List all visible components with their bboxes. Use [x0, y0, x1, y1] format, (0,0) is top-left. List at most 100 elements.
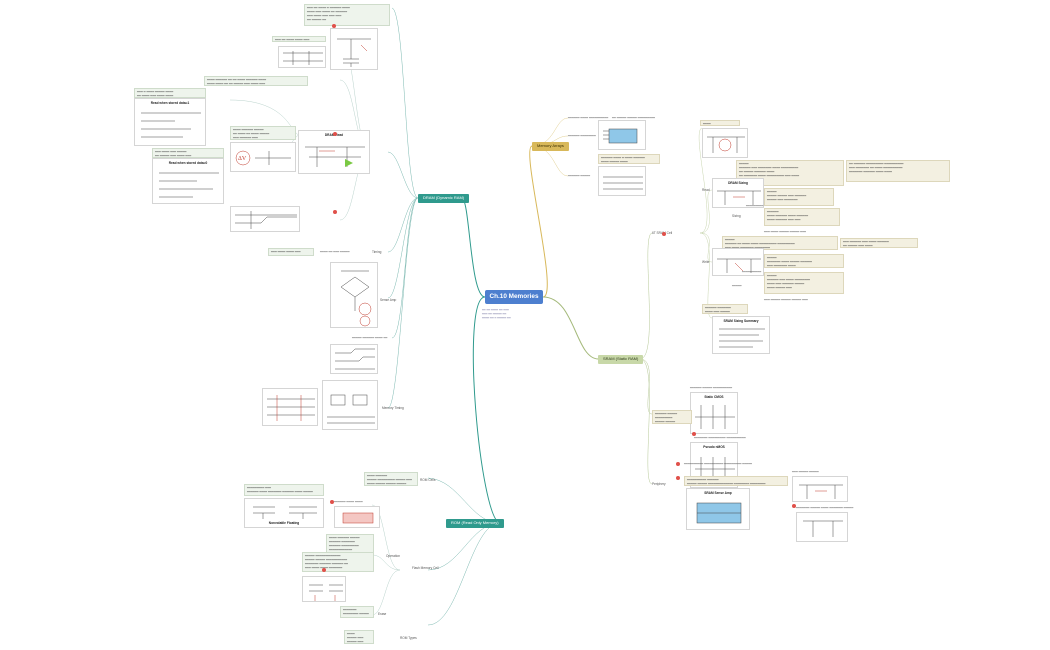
dram-timing-label[interactable]: Timing: [372, 250, 382, 254]
rom-operation-note-2: ━━━━━ ━━━━━━━━━━━━━━━━━━ ━━━━━ ━━━━━━━━━…: [302, 552, 374, 572]
rom-erase-label[interactable]: Erase: [378, 612, 387, 616]
rom-floating-figure: [334, 506, 380, 528]
mem-array-figure: [598, 120, 646, 150]
sram-alt-note: ━━━━━━ ━━━━━━━━━━━━━━━━━━━ ━━━━━: [652, 410, 692, 424]
mem-arch-note: ━━ ━━━━━ ━━━━━ ━━━━━━━━━: [612, 116, 655, 120]
dram-top-note: ━━━ ━━ ━━━━ ━ ━━━━━━ ━━━━━━━━ ━━━ ━━━━ ━…: [304, 4, 390, 26]
sram-write-label[interactable]: Write: [702, 260, 710, 264]
sram-write-sizing-note: ━━━━━━━━━━━ ━━━ ━━━━ ━━━━━━━━━━━━ ━━━ ━━…: [764, 272, 844, 294]
sram-cell-title: ━━━━: [700, 120, 740, 126]
branch-dram[interactable]: DRAM (Dynamic RAM): [418, 194, 470, 203]
rom-types-label[interactable]: ROM Types: [400, 636, 417, 640]
sram-stability-label[interactable]: ━━━━━━━━━: [746, 204, 764, 208]
sram-sizing-summary-note: ━━━━━━ ━━━━━━━━━━━ ━━━ ━━━━━: [702, 304, 748, 314]
rom-flash-label[interactable]: Flash Memory Cell: [412, 566, 439, 570]
dram-read-note: ━━━━ ━━━━━━ ━━━━━━━ ━━━━ ━━ ━━━━ ━━━━━━━…: [230, 126, 296, 140]
sram-clocked-label: ━━━━━━━ ━━━━━ ━━━━ ━━━━━━━ ━━━━━: [796, 506, 854, 510]
mem-timing-label[interactable]: ━━━━━━ ━━━━━: [568, 174, 590, 178]
sram-read-note: ━━━━━━━━━━━ ━━━ ━━━━━━━ ━━━━ ━━━━━━━━━━━…: [736, 160, 844, 186]
sram-sizing-result: ━━━ ━━━━ ━━━━━ ━━━━━ ━━━: [764, 230, 806, 234]
sram-periphery-note2: ━━━━━━━━━━ ━━━━━━━━━━━ ━━━━━ ━━━━━━━━━━━…: [684, 476, 788, 486]
dram-sense-note: ━━━━━ ━━━━━━ ━━━━ ━━: [352, 336, 388, 340]
sram-read-detail: ━━ ━━━━━━ ━━━━━━━━━ ━━━━━━━━━━━━━ ━━━━━━…: [846, 160, 950, 182]
rom-program-figure: [302, 576, 346, 602]
pseudo-nmos-caption: ━━━━━━━ ━━━━━━━━━ ━━━━━━━━━━: [694, 436, 746, 440]
dram-cell-figure: [330, 28, 378, 70]
marker: [662, 232, 666, 236]
sram-clocked-figure: [796, 512, 848, 542]
read-0-title: Read when stored data=0: [168, 161, 208, 165]
dram-bitline-figure: [278, 46, 326, 68]
dram-memory-timing-label[interactable]: Memory Timing: [382, 406, 404, 410]
sram-sizing-summary-figure: SRAM Sizing Summary: [712, 316, 770, 354]
mem-timing-figure: [598, 166, 646, 196]
dram-cap-note: ━━━ ━━ ━━━━ ━━━━ ━━━: [272, 36, 326, 42]
sram-write-stability: ━━━━━━━━━━━━ ━━━━ ━━━━━ ━━━━━━━━━ ━━━━━━…: [764, 254, 844, 268]
sram-diff-sense-label: ━━━ ━━━━━ ━━━━━: [792, 470, 819, 474]
rom-floating-gate-figure: Nonvolatile Floating: [244, 498, 324, 528]
mem-arch-label[interactable]: ━━━━━━ ━━━━ ━━━━━━━━━━: [568, 116, 609, 120]
sram-read-stability: ━━━━━━━━━━ ━━━━━ ━━━ ━━━━━━━━━━━ ━━━ ━━━…: [764, 188, 834, 206]
sram-write-detail: ━━━ ━━━━━━ ━━━ ━━━━ ━━━━━━━━ ━━━━━ ━━━ ━…: [840, 238, 918, 248]
dram-charge-note: ━━━━ ━━━━━━ ━━ ━━ ━━━━ ━━━━━━ ━━━━━━━━ ━…: [204, 76, 308, 86]
sram-sizing-summary-title: SRAM Sizing Summary: [723, 319, 759, 323]
sram-sense-amp-title: SRAM Sense Amp: [704, 491, 732, 495]
read-1-note: ━━━ ━ ━━━━ ━━━━━ ━━━━━━ ━━━━ ━━━ ━━━━ ━━…: [134, 88, 206, 98]
sram-write-note: ━━━━━━━━━━━ ━━ ━━━━ ━━━━ ━━━━━━━━━ ━━━━━…: [722, 236, 838, 250]
read-1-title: Read when stored data=1: [150, 101, 190, 105]
sram-sense-amp-figure: SRAM Sense Amp: [686, 488, 750, 530]
sram-periphery-label[interactable]: Periphery: [652, 482, 666, 486]
marker: [333, 132, 337, 136]
sram-read-figure: DRAM Sizing: [712, 178, 764, 208]
marker: [792, 504, 796, 508]
marker: [322, 568, 326, 572]
sram-periphery-note1: ━━━━━━━━━━ ━━━━━━━━━━ ━━━━━━━━━ ━━━━━: [684, 462, 752, 466]
marker: [332, 24, 336, 28]
marker: [676, 476, 680, 480]
rom-operation-label[interactable]: Operation: [386, 554, 400, 558]
sram-sizing-label[interactable]: Sizing: [732, 214, 741, 218]
marker: [333, 210, 337, 214]
memory-timing-figure-2: [322, 380, 378, 430]
root-note: ━━ ━━ ━━━━ ━━ ━━━━━━ ━━ ━━━━━ ━━━━━━ ━━ …: [482, 308, 511, 320]
marker: [330, 500, 334, 504]
rom-erase-note: ━━━━━━━━━━━━━━━ ━━━━━━━━━━━: [340, 606, 374, 618]
branch-sram[interactable]: SRAM (Static RAM): [598, 355, 644, 364]
sram-diff-sense-figure: [792, 476, 848, 502]
memory-timing-figure-1: [330, 344, 378, 374]
sram-sizing-note: ━━━━━━━━━━ ━━━━━━ ━━━━ ━━━━━━━━━━ ━━━━━━…: [764, 208, 840, 226]
marker: [676, 462, 680, 466]
branch-rom[interactable]: ROM (Read Only Memory): [446, 519, 504, 528]
rom-types-note: ━━━━━━━━━ ━━━━━━━━ ━━━: [344, 630, 374, 644]
rom-cells-label[interactable]: ROM Cells: [420, 478, 436, 482]
rom-cells-note: ━━━━ ━━━━━━━━━━━ ━━━━━━━━━ ━━━━━ ━━━━━━━…: [364, 472, 418, 486]
dram-delta-v-figure: ΔV: [230, 142, 296, 172]
dram-sense-amp-label[interactable]: Sense Amp: [380, 298, 397, 302]
mem-array-label[interactable]: ━━━━━━ ━━━━━━━━: [568, 134, 596, 138]
memory-timing-figure-3: [262, 388, 318, 426]
static-cmos-title: Static CMOS: [704, 395, 724, 399]
sram-write-sizing-label[interactable]: ━━━━━: [732, 284, 742, 288]
read-0-figure: Read when stored data=0: [152, 158, 224, 204]
root-node[interactable]: Ch.10 Memories: [485, 290, 543, 304]
sense-amp-figure: [330, 262, 378, 328]
rom-nonvolatile-note: ━━━━━━━━━ ━━━━━━━━━ ━━━━ ━━━━━━━ ━━━━━━ …: [244, 484, 324, 496]
static-cmos-figure: Static CMOS: [690, 392, 738, 434]
read-1-figure: Read when stored data=1: [134, 98, 206, 146]
sram-write-result: ━━━ ━━━━━ ━━━━━ ━━━━━ ━━━: [764, 298, 808, 302]
branch-memory-arrays[interactable]: Memory Arrays: [532, 142, 569, 151]
rom-floating-label: ━━━━━━ ━━━━ ━━━━: [334, 500, 363, 504]
sram-writeability-label[interactable]: ━━━━━━━━━━: [742, 270, 762, 274]
read-0-note: ━━━ ━━━━ ━━━ ━━━━━━━ ━━━━━ ━━━ ━━━━ ━━━: [152, 148, 224, 158]
sram-cell-figure: [702, 128, 748, 158]
sram-write-figure: [712, 248, 764, 276]
svg-text:ΔV: ΔV: [238, 156, 247, 162]
pseudo-nmos-title: Pseudo nMOS: [703, 445, 725, 449]
marker: [692, 432, 696, 436]
dram-write-figure: [230, 206, 300, 232]
sram-alt-title: ━━━━━━ ━━━━━ ━━━━━━━━━━: [690, 386, 733, 390]
sram-read-title: DRAM Sizing: [728, 181, 748, 185]
mem-bank-note: ━━━━━━ ━━━━ ━ ━━━━ ━━━━━━━━━━ ━━━━━ ━━━━: [598, 154, 660, 164]
dram-timing-note: ━━━ ━━━━ ━━━━ ━━━━━━━ ━━ ━━━━: [268, 248, 314, 256]
sram-read-label[interactable]: Read: [702, 188, 710, 192]
